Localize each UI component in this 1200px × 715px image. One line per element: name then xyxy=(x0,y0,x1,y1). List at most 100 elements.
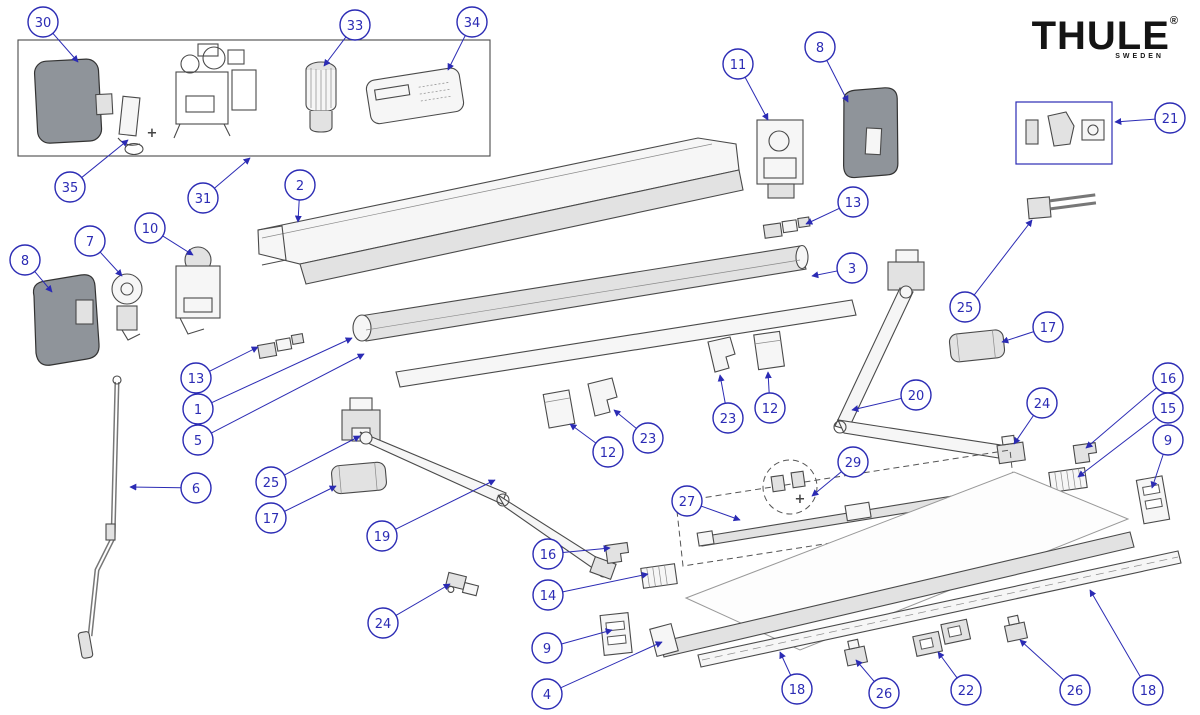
svg-text:24: 24 xyxy=(1034,397,1051,412)
svg-text:14: 14 xyxy=(540,589,557,604)
callout-25: 25 xyxy=(949,219,1033,323)
callout-13: 13 xyxy=(805,186,869,225)
svg-text:18: 18 xyxy=(1140,684,1157,699)
svg-text:9: 9 xyxy=(543,642,551,657)
callout-20: 20 xyxy=(851,379,932,412)
callout-17: 17 xyxy=(255,485,337,534)
callout-10: 10 xyxy=(134,212,194,256)
callout-27: 27 xyxy=(671,485,741,522)
callout-34: 34 xyxy=(447,6,488,71)
callout-18: 18 xyxy=(1089,589,1164,706)
part-17-right-cover xyxy=(948,329,1006,363)
svg-text:16: 16 xyxy=(1160,372,1177,387)
callout-9: 9 xyxy=(1150,424,1184,489)
callout-8: 8 xyxy=(9,244,53,293)
svg-text:19: 19 xyxy=(374,530,391,545)
callout-26: 26 xyxy=(855,659,900,709)
callout-7: 7 xyxy=(74,225,123,277)
callout-8: 8 xyxy=(804,31,849,103)
part-9-lower-bracket xyxy=(599,612,633,656)
svg-text:13: 13 xyxy=(188,372,205,387)
part-17-left-cover xyxy=(330,461,387,495)
part-13-right-connector xyxy=(762,216,811,239)
callout-22: 22 xyxy=(937,651,982,706)
callout-5: 5 xyxy=(182,353,365,456)
svg-text:17: 17 xyxy=(1040,321,1057,336)
svg-text:9: 9 xyxy=(1164,434,1172,449)
svg-text:3: 3 xyxy=(848,262,856,277)
callout-3: 3 xyxy=(811,252,868,284)
part-22-clamp-set xyxy=(912,618,972,657)
inset-box-electrical-kit xyxy=(17,39,491,157)
callout-14: 14 xyxy=(532,571,649,611)
callout-16: 16 xyxy=(1085,362,1184,449)
inset-box-21 xyxy=(1015,101,1113,165)
svg-text:1: 1 xyxy=(194,403,202,418)
callout-26: 26 xyxy=(1019,639,1091,706)
svg-text:4: 4 xyxy=(543,688,551,703)
svg-text:8: 8 xyxy=(816,41,824,56)
part-12-mid-clip xyxy=(753,330,785,371)
callout-16: 16 xyxy=(532,538,611,570)
callout-13: 13 xyxy=(180,346,259,394)
svg-text:18: 18 xyxy=(789,683,806,698)
callout-31: 31 xyxy=(187,157,251,214)
part-6-crank-rod xyxy=(77,375,122,659)
callout-29: 29 xyxy=(811,446,869,497)
part-25-right-pin xyxy=(1026,193,1097,220)
callout-9: 9 xyxy=(531,628,613,664)
callout-19: 19 xyxy=(366,479,496,552)
brand-name: THULE xyxy=(1031,14,1170,58)
callout-17: 17 xyxy=(1001,311,1064,344)
callout-24: 24 xyxy=(367,583,451,639)
part-23-left-clip xyxy=(587,377,618,417)
part-30-motor xyxy=(33,58,114,144)
svg-text:29: 29 xyxy=(845,456,862,471)
callout-4: 4 xyxy=(531,641,663,710)
svg-text:25: 25 xyxy=(957,301,974,316)
part-12-left-clip xyxy=(542,389,576,429)
svg-text:34: 34 xyxy=(464,16,481,31)
svg-text:35: 35 xyxy=(62,181,79,196)
svg-text:11: 11 xyxy=(730,58,747,73)
svg-text:24: 24 xyxy=(375,617,392,632)
part-10-motor-bracket xyxy=(175,246,221,335)
callout-11: 11 xyxy=(722,48,769,121)
part-13-left-connector xyxy=(256,332,305,359)
part-18-mounting-rail xyxy=(697,550,1182,668)
part-11-bracket xyxy=(756,119,804,199)
callout-6: 6 xyxy=(129,472,212,504)
callout-23: 23 xyxy=(712,374,744,434)
registered-mark: ® xyxy=(1169,15,1178,27)
svg-text:31: 31 xyxy=(195,192,212,207)
svg-text:2: 2 xyxy=(296,179,304,194)
part-8-right-endcap xyxy=(843,87,899,179)
part-23-mid-clip xyxy=(707,336,736,373)
plus-symbol: + xyxy=(795,492,806,507)
part-33-gear-assembly xyxy=(173,43,337,139)
callout-35: 35 xyxy=(54,139,129,203)
part-16-right-clip xyxy=(1072,442,1098,465)
svg-text:26: 26 xyxy=(1067,684,1084,699)
svg-text:12: 12 xyxy=(762,402,779,417)
svg-text:26: 26 xyxy=(876,687,893,702)
svg-text:21: 21 xyxy=(1162,112,1179,127)
callout-30: 30 xyxy=(27,6,79,63)
callout-1: 1 xyxy=(182,337,353,425)
svg-text:13: 13 xyxy=(845,196,862,211)
svg-text:33: 33 xyxy=(347,19,364,34)
callout-23: 23 xyxy=(613,409,664,454)
callout-21: 21 xyxy=(1114,102,1186,134)
svg-text:8: 8 xyxy=(21,254,29,269)
part-2-casing xyxy=(257,137,744,285)
brand-tagline: SWEDEN xyxy=(1115,53,1164,60)
svg-text:22: 22 xyxy=(958,684,975,699)
svg-text:7: 7 xyxy=(86,235,94,250)
part-24-right-clamp xyxy=(996,434,1026,465)
parts-artwork xyxy=(17,39,1182,668)
part-16-lower-clip xyxy=(604,541,630,565)
part-9-right-bracket xyxy=(1135,475,1171,525)
part-14-ribbed-block xyxy=(640,563,678,589)
